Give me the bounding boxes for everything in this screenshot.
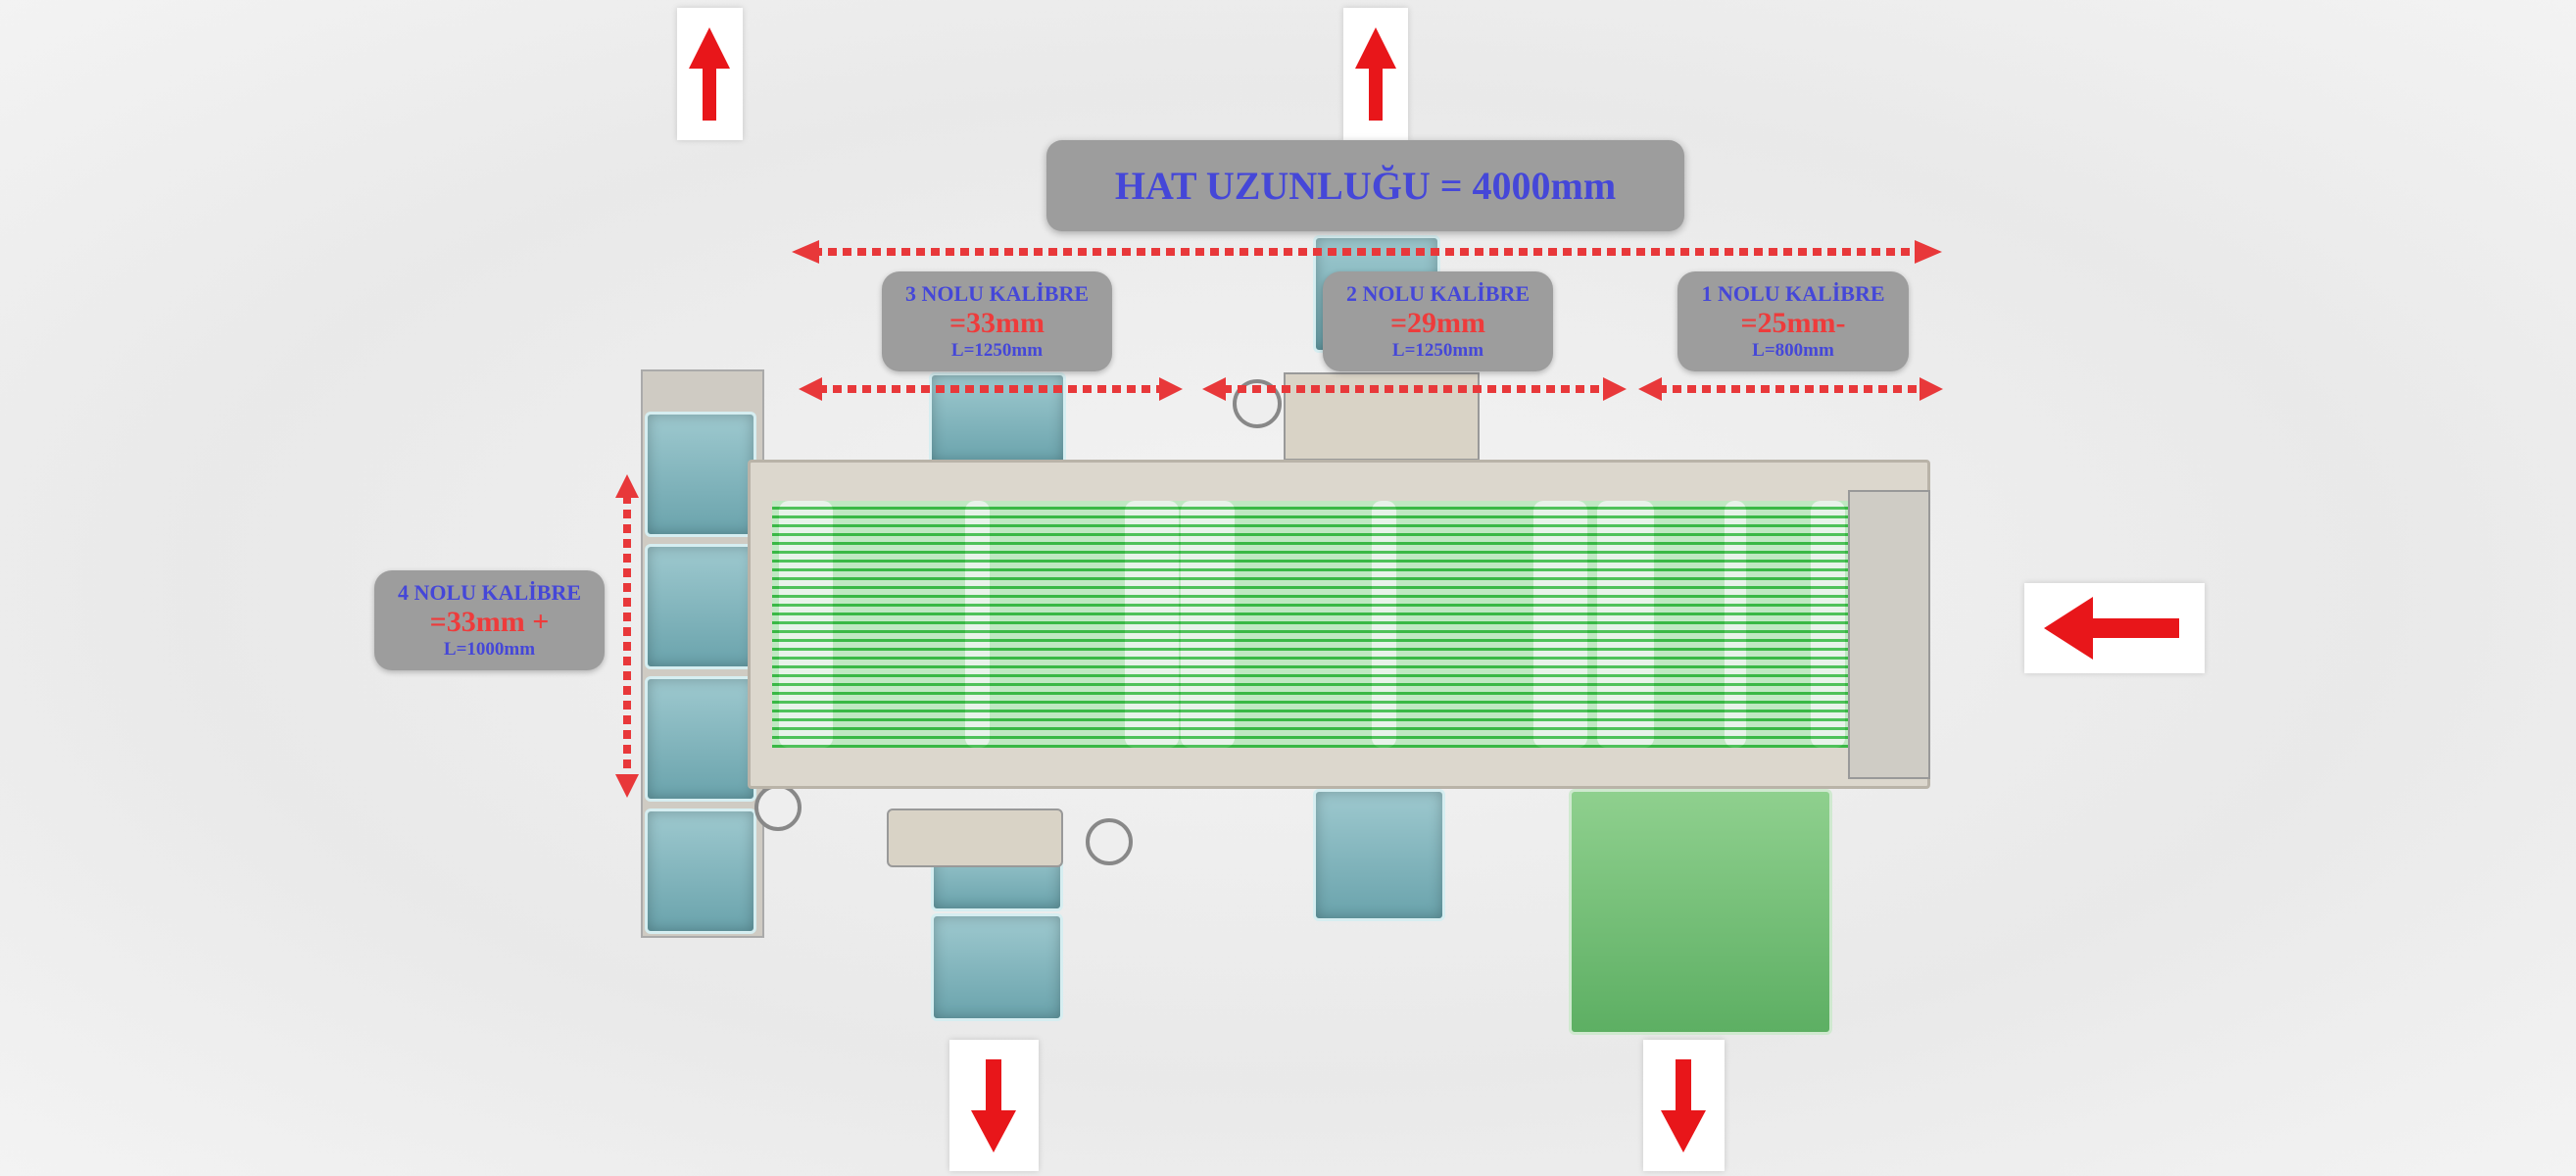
bin-4-c (645, 676, 756, 802)
arrow-left-icon (2044, 597, 2179, 660)
roller (1372, 501, 1396, 748)
caliber-size: =33mm + (429, 606, 550, 638)
caliber-size: =29mm (1389, 307, 1486, 339)
bin-1-green (1569, 789, 1832, 1035)
bin-4-a (645, 412, 756, 537)
motor-icon (754, 784, 802, 831)
input-arrow-left (2024, 583, 2205, 673)
chute-3 (887, 808, 1063, 867)
caliber-name: 3 NOLU KALİBRE (904, 281, 1090, 306)
arrowheads-icon (615, 474, 639, 798)
motor-icon (1086, 818, 1133, 865)
output-arrow-up-left (677, 8, 743, 140)
roller-bed (772, 501, 1848, 748)
roller (1125, 501, 1179, 748)
caliber-3-dimension (818, 385, 1166, 393)
caliber-name: 4 NOLU KALİBRE (397, 580, 582, 605)
caliber-2-dimension (1223, 385, 1610, 393)
roller (965, 501, 990, 748)
arrowhead-icon (792, 240, 819, 264)
arrow-up-icon (1355, 27, 1396, 121)
bin-2-bottom (1313, 789, 1445, 921)
roller (1811, 501, 1845, 748)
caliber-1-dimension (1658, 385, 1924, 393)
arrow-down-icon (971, 1059, 1016, 1152)
bin-4-d (645, 808, 756, 934)
caliber-1-label: 1 NOLU KALİBRE =25mm- L=800mm (1677, 271, 1909, 371)
roller (1533, 501, 1587, 748)
caliber-length: L=1250mm (950, 340, 1044, 361)
total-length-dimension (813, 248, 1920, 256)
roller (1597, 501, 1654, 748)
arrow-down-icon (1661, 1059, 1706, 1152)
bin-4-b (645, 544, 756, 669)
caliber-4-label: 4 NOLU KALİBRE =33mm + L=1000mm (374, 570, 605, 670)
caliber-length: L=800mm (1752, 340, 1834, 361)
output-arrow-down-left (949, 1040, 1039, 1171)
caliber-name: 1 NOLU KALİBRE (1701, 281, 1885, 306)
roller (779, 501, 833, 748)
caliber-4-dimension (623, 495, 631, 779)
arrowhead-icon (1915, 240, 1942, 264)
caliber-3-label: 3 NOLU KALİBRE =33mm L=1250mm (882, 271, 1112, 371)
caliber-length: L=1000mm (443, 639, 536, 660)
caliber-name: 2 NOLU KALİBRE (1345, 281, 1531, 306)
infeed-hopper (1848, 490, 1930, 779)
roller (1725, 501, 1746, 748)
output-arrow-up-right (1343, 8, 1408, 140)
arrow-up-icon (689, 27, 730, 121)
output-arrow-down-right (1643, 1040, 1725, 1171)
caliber-length: L=1250mm (1391, 340, 1484, 361)
caliber-2-label: 2 NOLU KALİBRE =29mm L=1250mm (1323, 271, 1553, 371)
arrowheads-icon (799, 377, 1943, 401)
line-length-title: HAT UZUNLUĞU = 4000mm (1046, 140, 1684, 231)
caliber-size: =25mm- (1740, 307, 1846, 339)
roller (1181, 501, 1235, 748)
caliber-size: =33mm (948, 307, 1045, 339)
bin-3-bottom-b (931, 913, 1063, 1021)
